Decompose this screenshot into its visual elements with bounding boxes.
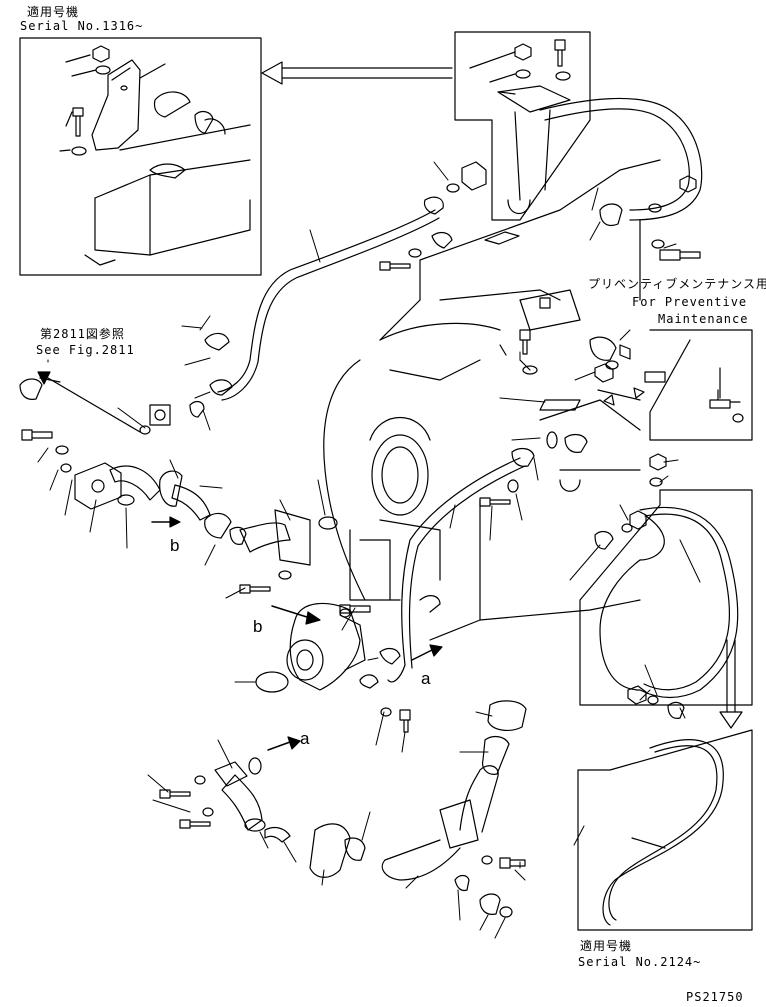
fig-ref-jp-label: 第2811図参照	[40, 327, 125, 341]
inset-serial-1316	[20, 38, 261, 275]
see-fig-arrow	[38, 372, 140, 432]
water-tube-right	[540, 98, 702, 260]
maintenance-label-line2: Maintenance	[658, 312, 749, 326]
drawing-number: PS21750	[686, 990, 744, 1004]
serial-bottom-jp-label: 適用号機	[580, 939, 633, 953]
arrow-to-inset	[262, 62, 452, 84]
ref-b-label-1: b	[170, 536, 180, 555]
ref-a-label-2: a	[300, 729, 310, 748]
maintenance-jp-label: プリベンティブメンテナンス用	[588, 277, 766, 291]
engine-block	[324, 160, 660, 640]
fig-ref-label: See Fig.2811	[36, 343, 135, 357]
serial-top-jp-label: 適用号機	[27, 5, 80, 19]
inset-serial-2124	[578, 730, 752, 930]
ref-b-label-2: b	[253, 617, 263, 636]
hose-box	[580, 454, 752, 718]
maintenance-box	[650, 330, 752, 440]
maintenance-label-line1: For Preventive	[632, 295, 748, 309]
leader-lines	[38, 162, 700, 938]
ref-a-label-1: a	[421, 669, 431, 688]
filler-piping	[160, 701, 526, 917]
detail-box-top	[455, 32, 590, 220]
left-fittings	[20, 378, 370, 617]
lower-right-tube	[360, 449, 534, 732]
arrow-down	[720, 640, 742, 728]
ref-arrows	[152, 517, 442, 750]
water-tube-upper	[205, 197, 443, 400]
serial-top-label: Serial No.1316~	[20, 19, 144, 33]
serial-bottom-label: Serial No.2124~	[578, 955, 702, 969]
water-pump	[256, 603, 365, 692]
center-fittings	[380, 162, 665, 491]
